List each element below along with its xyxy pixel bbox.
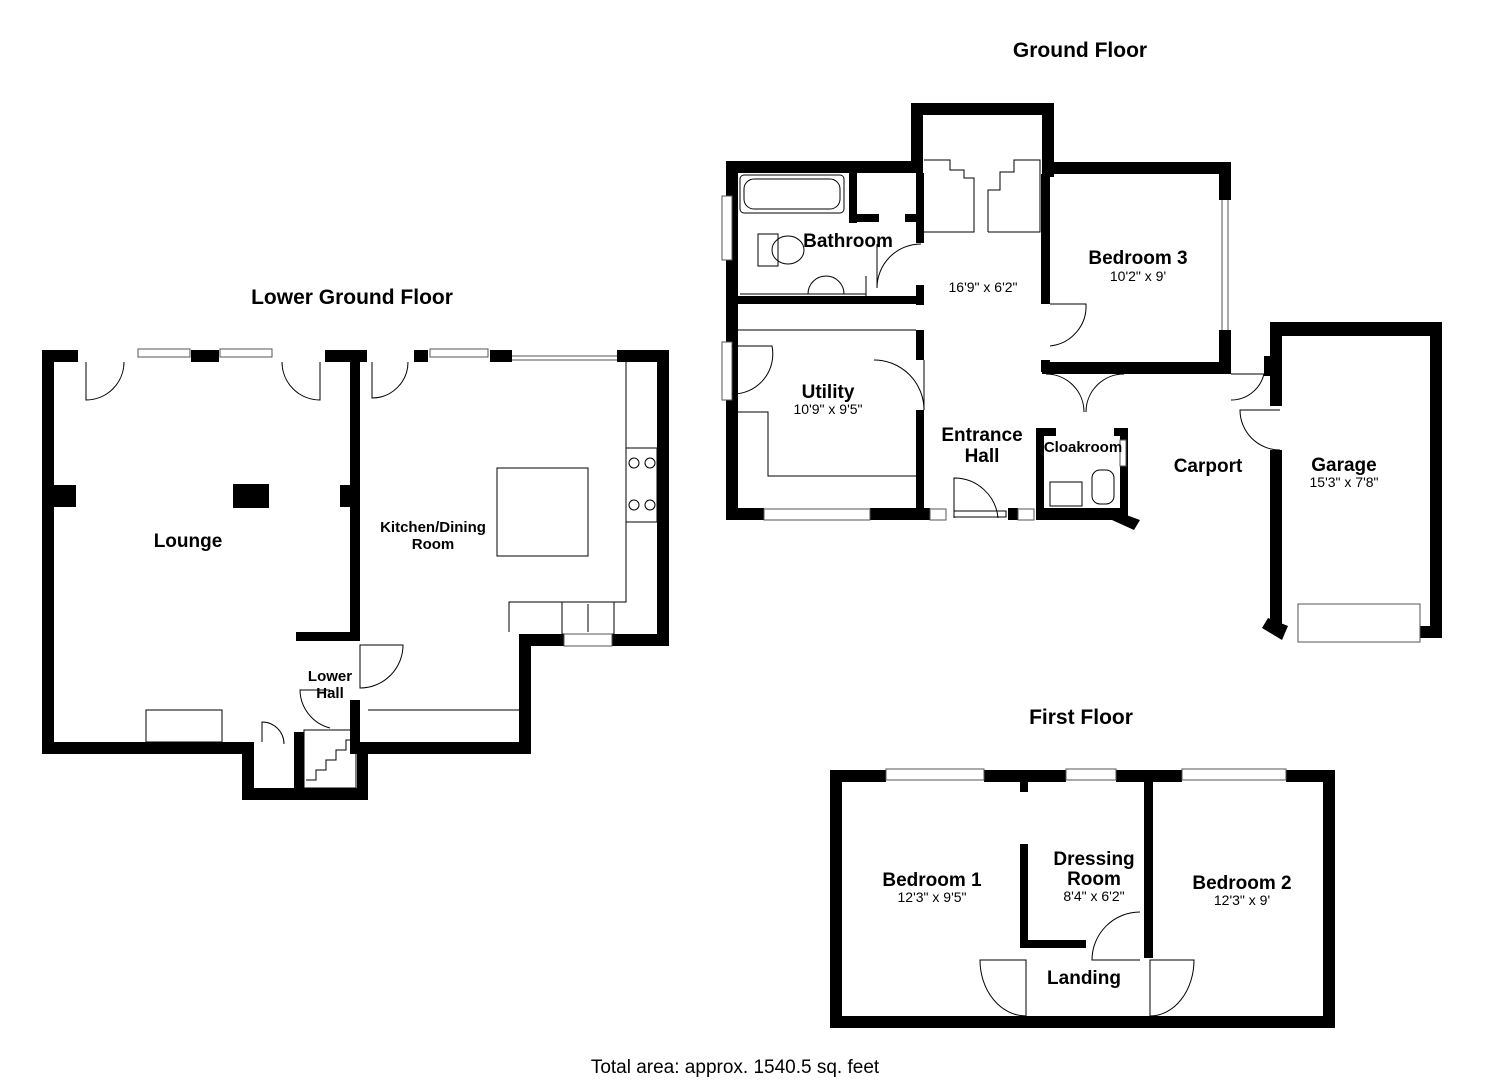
ground-floor-plan: [721, 103, 1231, 530]
entrance-hall-label-line2: Hall: [965, 446, 1000, 467]
dressing-room-label-line2: Room: [1067, 869, 1121, 890]
entrance-hall-label-line1: Entrance: [941, 425, 1022, 446]
cloakroom-label: Cloakroom: [1044, 439, 1122, 456]
landing-label: Landing: [1047, 968, 1121, 989]
lower-ground-floor-plan: [42, 348, 669, 800]
utility-dims: 10'9" x 9'5": [794, 401, 863, 417]
first-floor-title: First Floor: [1029, 706, 1133, 729]
ground-floor-title: Ground Floor: [1013, 39, 1147, 62]
lower-hall-label-line1: Lower: [308, 668, 352, 685]
kitchen-label-line1: Kitchen/Dining: [380, 519, 486, 536]
stair-hall-dims: 16'9" x 6'2": [949, 279, 1018, 295]
bedroom3-label: Bedroom 3: [1088, 248, 1187, 269]
garage-plan: [1230, 322, 1442, 643]
dressing-room-dims: 8'4" x 6'2": [1063, 888, 1124, 904]
lounge-label: Lounge: [154, 531, 223, 552]
lower-hall-label-line2: Hall: [316, 685, 344, 702]
bathroom-label: Bathroom: [803, 231, 893, 252]
garage-dims: 15'3" x 7'8": [1310, 474, 1379, 490]
bedroom3-dims: 10'2" x 9': [1110, 268, 1166, 284]
bedroom2-dims: 12'3" x 9': [1214, 892, 1270, 908]
dressing-room-label-line1: Dressing: [1053, 849, 1134, 870]
utility-label: Utility: [802, 382, 855, 403]
carport-label: Carport: [1174, 456, 1243, 477]
bedroom2-label: Bedroom 2: [1192, 873, 1291, 894]
kitchen-label-line2: Room: [412, 536, 455, 553]
bedroom1-dims: 12'3" x 9'5": [898, 889, 967, 905]
garage-label: Garage: [1311, 455, 1376, 476]
first-floor-plan: [830, 768, 1335, 1028]
total-area: Total area: approx. 1540.5 sq. feet: [591, 1057, 880, 1078]
lower-ground-floor-title: Lower Ground Floor: [251, 286, 453, 309]
bedroom1-label: Bedroom 1: [882, 870, 982, 891]
labels: Lower Ground Floor Ground Floor First Fl…: [154, 39, 1379, 1078]
